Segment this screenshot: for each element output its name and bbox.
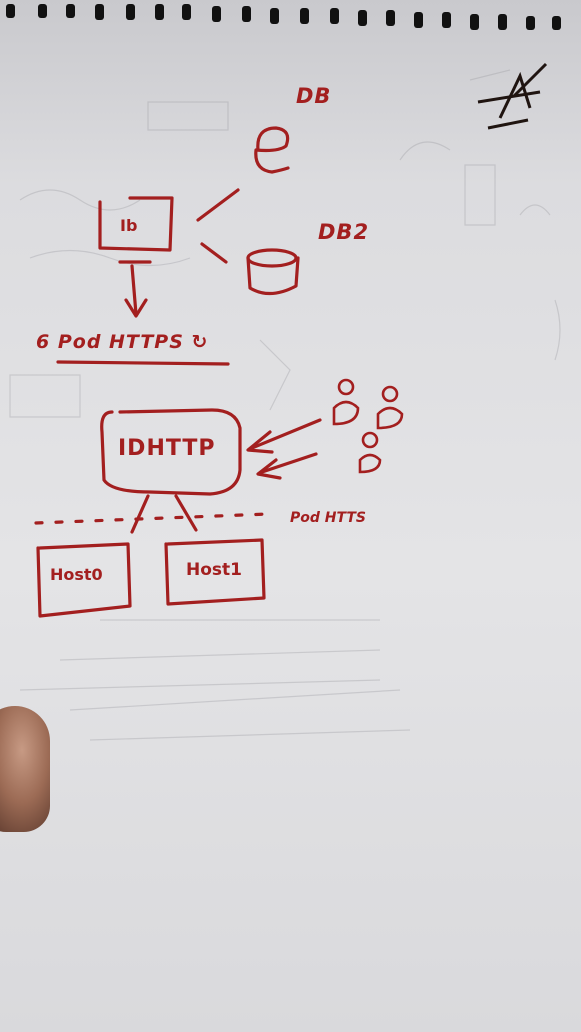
db2-icon [246, 248, 298, 268]
caption-label: 6 Pod HTTPS ↻ [36, 331, 209, 353]
db2-connector [200, 242, 228, 264]
ib-label: Ib [120, 216, 138, 235]
ib-arrow [130, 264, 138, 316]
logo-mark [477, 62, 548, 130]
db2-label: DB2 [318, 220, 370, 244]
users-icon [332, 378, 404, 474]
idhttp-box [100, 408, 242, 496]
host0-box [36, 542, 132, 618]
user-arrow-1 [250, 418, 322, 450]
db-label: DB [296, 84, 332, 108]
caption-underline [56, 360, 230, 366]
host1-label: Host1 [186, 560, 242, 580]
host0-label: Host0 [50, 565, 103, 584]
host0-connector [130, 494, 150, 534]
db-icon [254, 126, 290, 174]
pod-separator [34, 512, 270, 525]
ib-box [98, 196, 174, 252]
pod-htts-label: Pod HTTS [290, 510, 366, 526]
user-arrow-2 [260, 452, 318, 474]
host1-connector [174, 494, 198, 532]
spiral-binding [6, 4, 561, 30]
finger-thumb [0, 706, 50, 832]
idhttp-label: IDHTTP [118, 436, 216, 461]
db-connector [196, 188, 240, 222]
host1-box [164, 538, 266, 606]
